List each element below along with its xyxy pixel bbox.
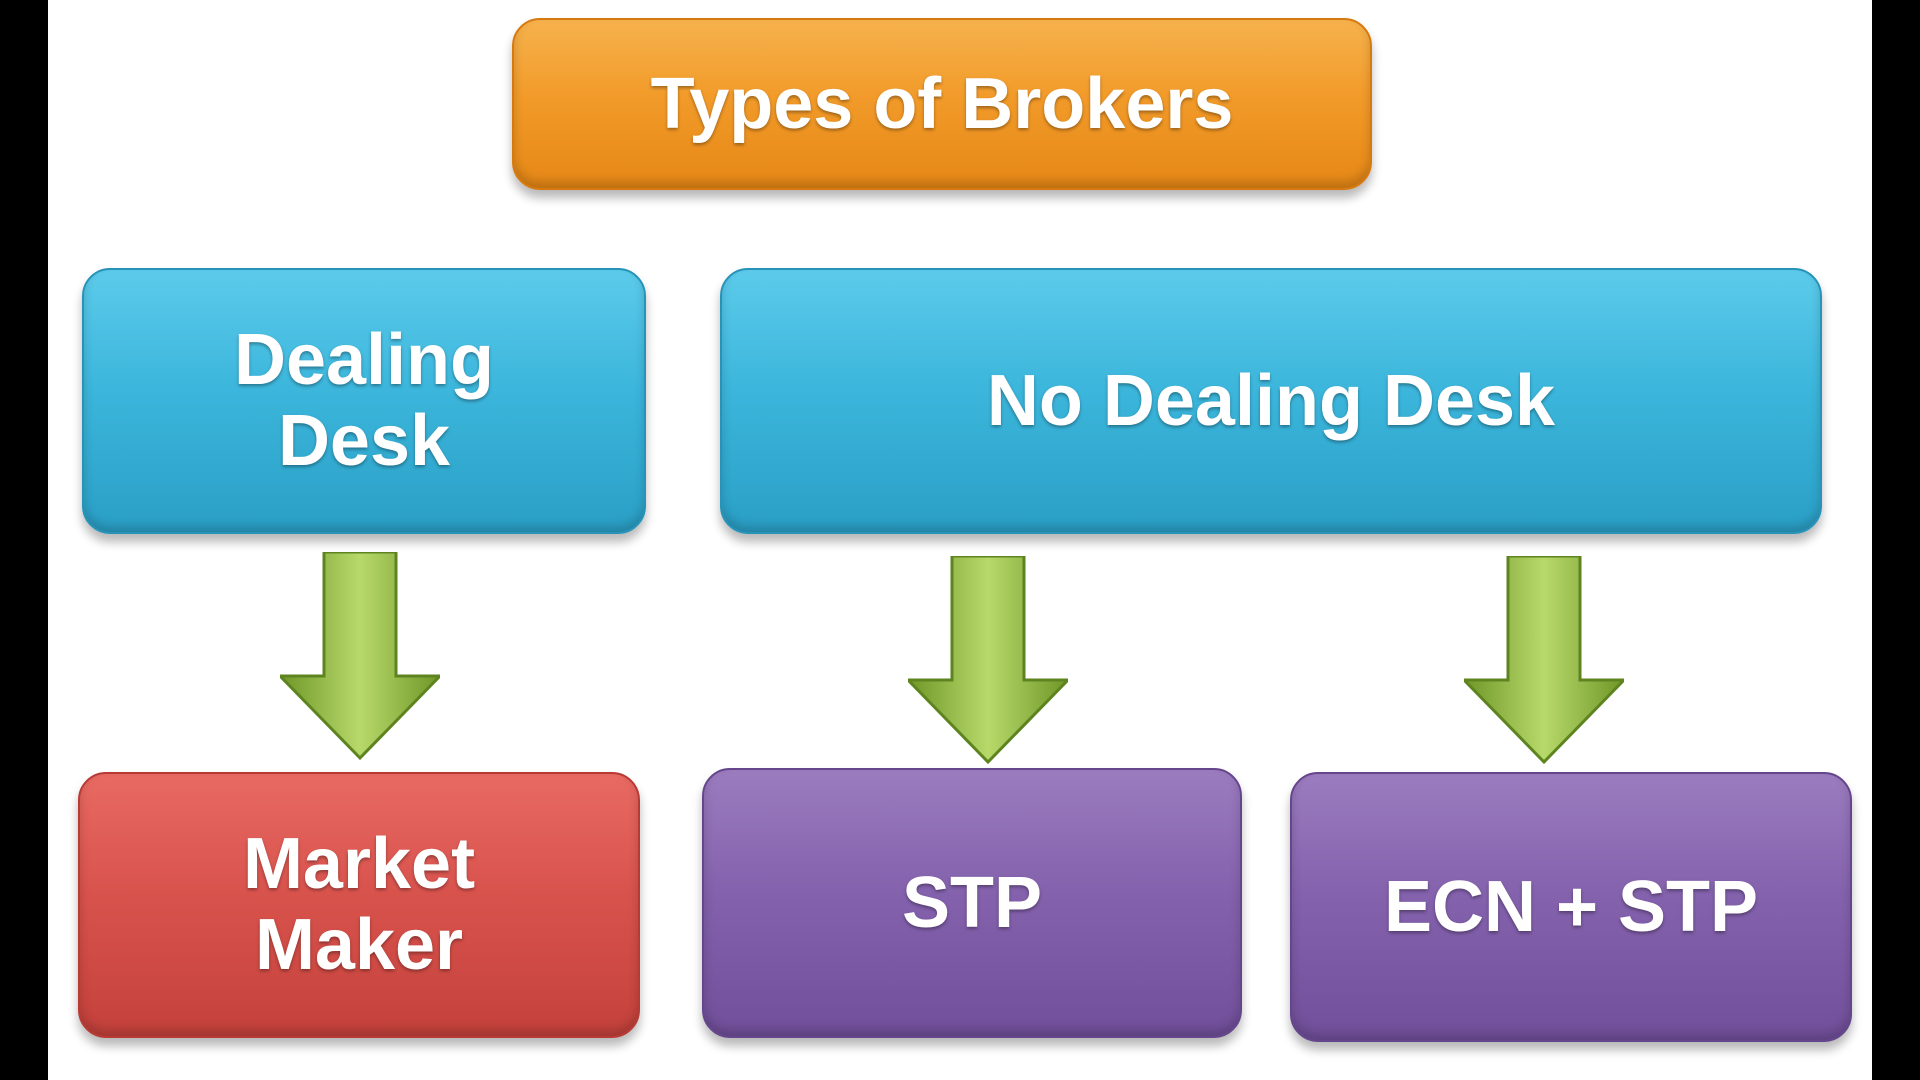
leaf-node-stp: STP bbox=[702, 768, 1242, 1038]
down-arrow-icon bbox=[908, 556, 1068, 765]
category-label-no-dealing-desk: No Dealing Desk bbox=[986, 360, 1556, 441]
category-label-dealing-desk: Dealing Desk bbox=[233, 320, 495, 481]
down-arrow-icon bbox=[280, 552, 440, 761]
leaf-label-market-maker: Market Maker bbox=[242, 824, 476, 985]
leaf-node-market-maker: Market Maker bbox=[78, 772, 640, 1038]
root-node-types-of-brokers: Types of Brokers bbox=[512, 18, 1372, 190]
leaf-label-stp: STP bbox=[901, 862, 1043, 943]
root-node-label: Types of Brokers bbox=[650, 63, 1234, 144]
leaf-label-ecn-stp: ECN + STP bbox=[1383, 866, 1759, 947]
broker-types-diagram: Types of Brokers Dealing Desk No Dealing… bbox=[48, 0, 1872, 1080]
leaf-node-ecn-stp: ECN + STP bbox=[1290, 772, 1852, 1042]
down-arrow-icon bbox=[1464, 556, 1624, 765]
category-node-dealing-desk: Dealing Desk bbox=[82, 268, 646, 534]
category-node-no-dealing-desk: No Dealing Desk bbox=[720, 268, 1822, 534]
